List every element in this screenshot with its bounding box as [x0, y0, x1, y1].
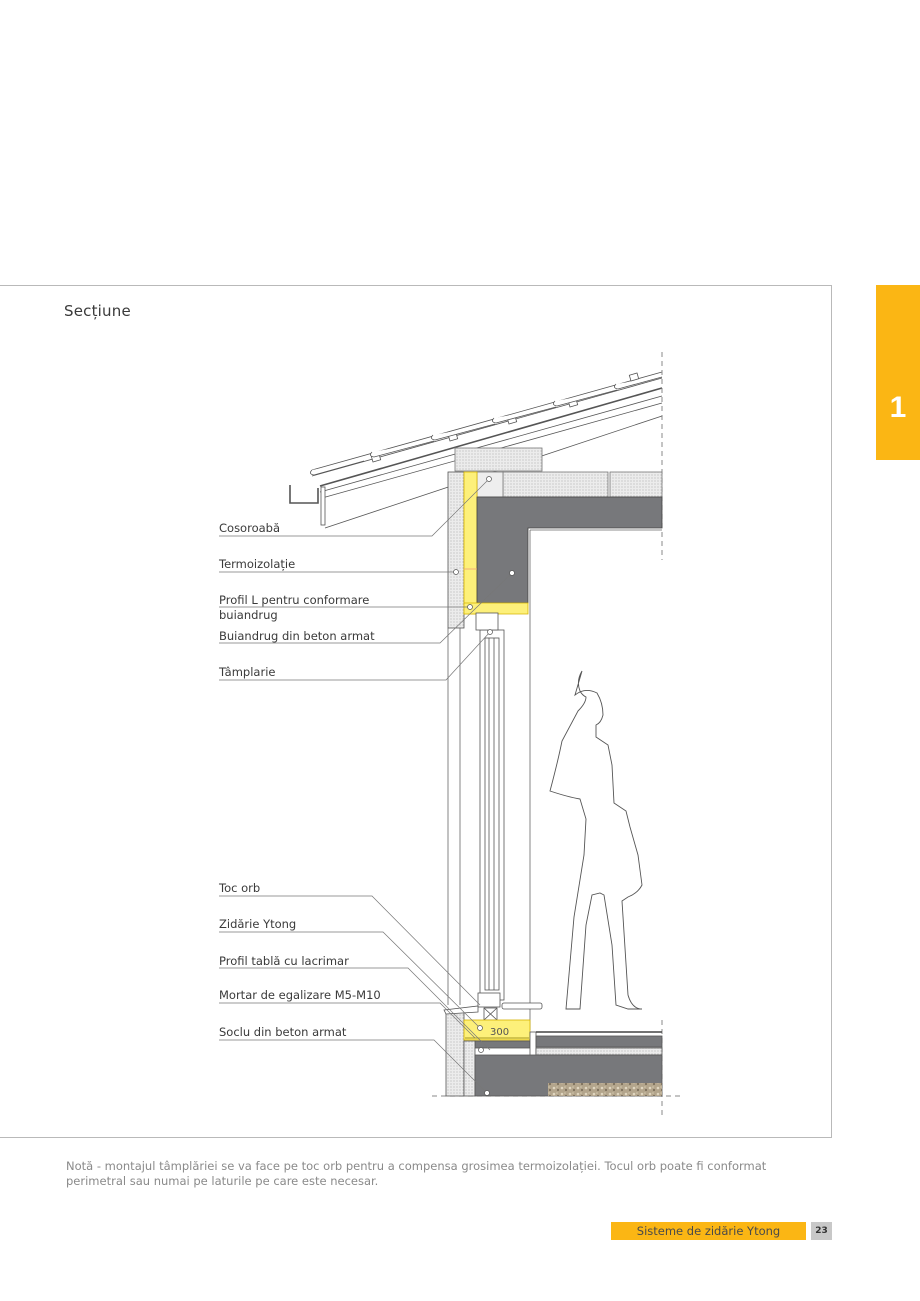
chapter-number: 1 — [889, 391, 907, 424]
section-title: Secțiune — [64, 302, 131, 320]
label-profil-l: Profil L pentru conformare — [219, 593, 370, 607]
label-termoizolatie: Termoizolație — [219, 557, 296, 571]
page-number: 23 — [811, 1222, 832, 1240]
chapter-tab: 1 — [876, 285, 920, 460]
ceiling-masonry — [454, 447, 663, 498]
label-mortar: Mortar de egalizare M5-M10 — [219, 988, 381, 1002]
label-profil-tabla: Profil tablă cu lacrimar — [219, 954, 349, 968]
interior-wall — [447, 529, 662, 1030]
label-soclu: Soclu din beton armat — [219, 1025, 347, 1039]
dimension-label: 300 — [490, 1027, 510, 1038]
leader-lines — [219, 478, 513, 1094]
label-profil-l-line2: buiandrug — [219, 608, 278, 622]
label-tamplarie: Tâmplarie — [219, 665, 276, 679]
note-text: Notă - montajul tâmplăriei se va face pe… — [66, 1159, 767, 1188]
wall-base — [443, 1005, 663, 1097]
leader-dots — [453, 476, 515, 1096]
label-cosoroaba: Cosoroabă — [219, 521, 280, 535]
person-silhouette — [549, 670, 643, 1010]
drawing-frame — [0, 285, 832, 1138]
footer-title: Sisteme de zidărie Ytong — [611, 1222, 806, 1240]
wall-upper — [447, 471, 663, 629]
label-buiandrug: Buiandrug din beton armat — [219, 629, 375, 643]
window-frame — [475, 612, 543, 1021]
label-toc-orb: Toc orb — [219, 881, 261, 895]
label-zidarie-ytong: Zidărie Ytong — [219, 917, 297, 931]
